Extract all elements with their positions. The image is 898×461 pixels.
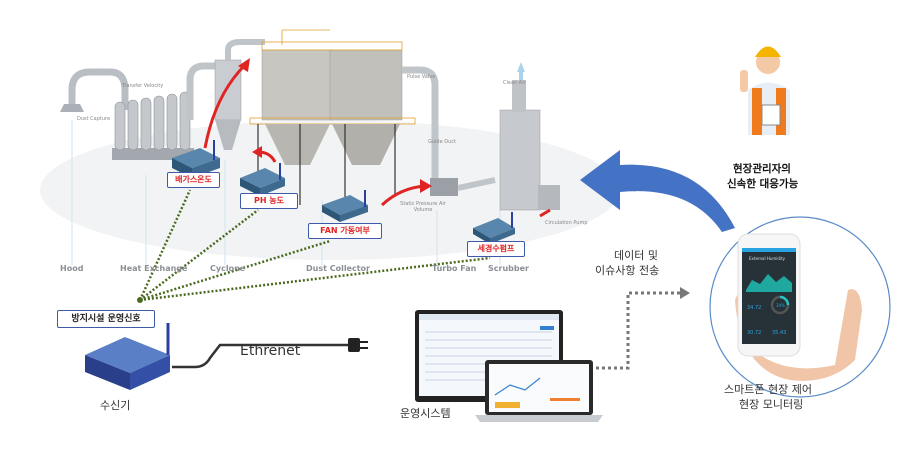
humidity-area-chart	[746, 274, 792, 292]
note-circulation-pump: Circulation Pump	[545, 220, 588, 226]
phone-value-2: 34%	[776, 303, 785, 308]
transfer-arrowhead-icon	[680, 287, 690, 299]
phone-value-4: 35.43	[772, 330, 787, 336]
note-transfer-velocity: Transfer Velocity	[122, 83, 164, 89]
manager-label-line1: 현장관리자의	[733, 163, 791, 175]
ethernet-label: Ethrenet	[240, 343, 301, 359]
stage-label-heat-exchange: Heat Exchange	[120, 264, 188, 273]
transfer-label-line1: 데이터 및	[614, 249, 658, 262]
hard-hat-icon	[755, 46, 781, 57]
sensor-devices	[172, 140, 515, 244]
stage-label-cyclone: Cyclone	[210, 264, 246, 273]
laptop	[475, 360, 603, 422]
signal-lines	[138, 189, 491, 302]
sensor-label-pump: 세경수펌프	[467, 241, 525, 257]
plug-icon	[348, 338, 368, 352]
sensor-device	[473, 212, 515, 244]
stage-label-dust-collector: Dust Collector	[306, 264, 370, 273]
process-arrowheads	[238, 58, 432, 193]
stage-label-scrubber: Scrubber	[488, 264, 529, 273]
smartphone-circle	[709, 216, 891, 398]
stage-label-hood: Hood	[60, 264, 84, 273]
hood-equipment	[60, 68, 129, 112]
ethernet-cable	[172, 343, 350, 369]
phone-label-line1: 스마트폰 현장 제어	[724, 383, 812, 396]
system-label: 운영시스템	[400, 407, 451, 420]
signal-label: 방지시설 운영신호	[57, 310, 155, 328]
note-guide-duct: Guide Duct	[428, 139, 457, 145]
feedback-arrow	[580, 150, 735, 232]
phone-label-line2: 현장 모니터링	[739, 398, 804, 411]
transfer-label-line2: 이슈사항 전송	[595, 264, 660, 277]
turbo-fan	[430, 178, 458, 196]
signal-hub	[137, 297, 143, 303]
phone-screen-title: External Humidity	[749, 256, 786, 261]
receiver-label: 수신기	[100, 399, 131, 412]
phone-value-1: 34.72	[747, 305, 762, 311]
scrubber	[499, 62, 560, 211]
manager-figure	[740, 46, 790, 135]
receiver-router	[85, 323, 170, 390]
sensor-label-fan: FAN 가동여부	[308, 223, 382, 239]
heat-exchanger	[112, 62, 215, 160]
stage-label-turbo-fan: Turbo Fan	[432, 264, 477, 273]
fan-duct	[457, 177, 496, 191]
clipboard-icon	[761, 104, 781, 126]
sensor-label-exhaust-temp: 배가스온도	[167, 172, 220, 188]
transfer-arrow	[596, 291, 682, 370]
note-static-pressure: Static Pressure Air Volume	[400, 201, 446, 213]
note-dust-capture: Dust Capture	[77, 116, 111, 122]
note-clean-air: Clean Air	[503, 80, 526, 86]
cyclone	[214, 39, 265, 150]
dust-collector	[249, 29, 439, 205]
clean-air-arrow-icon	[517, 62, 525, 72]
sensor-device	[240, 163, 285, 196]
sensor-label-ph: PH 농도	[240, 193, 298, 209]
sensor-device	[322, 190, 368, 222]
phone-value-3: 30.72	[747, 330, 762, 336]
note-pulse-valve: Pulse Valve	[407, 74, 436, 80]
manager-label-line2: 신속한 대응가능	[727, 178, 799, 190]
